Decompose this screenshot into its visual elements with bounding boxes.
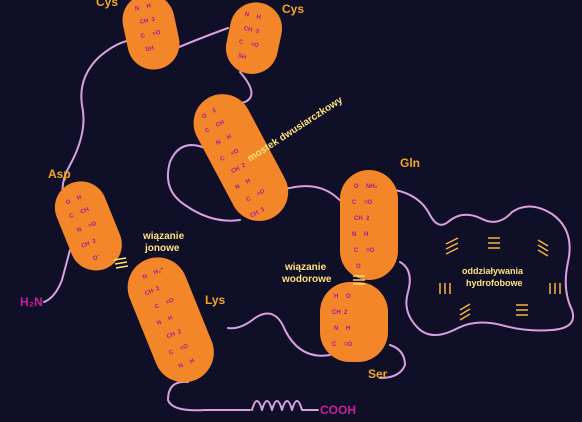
label-hydrogen-bond-line2: wodorowe <box>281 274 332 285</box>
svg-text:C: C <box>204 127 211 135</box>
svg-text:H: H <box>256 14 261 21</box>
label-hydrogen-bond-line1: wiązanie <box>284 262 327 273</box>
svg-text:N: N <box>352 232 356 238</box>
svg-text:H: H <box>76 195 82 202</box>
svg-text:O: O <box>346 294 351 300</box>
svg-text:=O: =O <box>179 343 189 352</box>
svg-text:H: H <box>189 358 195 365</box>
svg-text:3: 3 <box>151 17 156 24</box>
svg-text:N: N <box>178 363 184 370</box>
svg-text:NH₂: NH₂ <box>366 184 378 190</box>
label-asp: Asp <box>48 167 71 181</box>
svg-text:CH: CH <box>139 18 149 26</box>
label-ser: Ser <box>368 367 388 381</box>
svg-text:CH: CH <box>249 210 259 219</box>
svg-text:N: N <box>134 6 139 13</box>
hydrogen-bond-marker <box>353 275 365 285</box>
svg-text:H: H <box>245 178 252 185</box>
svg-text:CH: CH <box>230 166 240 175</box>
svg-text:CH: CH <box>354 216 363 222</box>
label-hydrophobic-line1: oddziaływania <box>462 266 524 276</box>
svg-text:2: 2 <box>177 329 183 336</box>
svg-text:C: C <box>354 248 359 254</box>
svg-text:3: 3 <box>260 207 266 214</box>
svg-text:CH: CH <box>215 120 225 129</box>
svg-text:=O: =O <box>366 248 375 254</box>
svg-text:C: C <box>69 213 76 220</box>
svg-text:=O: =O <box>364 200 373 206</box>
svg-text:O: O <box>201 113 208 121</box>
svg-text:=O: =O <box>152 30 162 38</box>
svg-text:CH: CH <box>81 241 91 250</box>
label-cys-left: Cys <box>96 0 118 9</box>
svg-text:2: 2 <box>366 216 370 222</box>
svg-text:=O: =O <box>250 42 260 50</box>
label-ionic-bond-line1: wiązanie <box>142 231 185 242</box>
svg-text:N: N <box>234 184 241 191</box>
svg-text:CH: CH <box>243 26 253 34</box>
svg-text:C: C <box>154 303 161 310</box>
svg-text:=O: =O <box>344 342 353 348</box>
svg-text:2: 2 <box>344 310 348 316</box>
svg-text:O: O <box>356 264 361 270</box>
svg-text:N: N <box>156 320 162 327</box>
hydrophobic-interaction-marks <box>439 237 561 321</box>
label-c-terminus: COOH <box>320 403 356 417</box>
svg-text:CH: CH <box>144 288 154 297</box>
svg-text:‖: ‖ <box>212 108 217 115</box>
svg-text:C: C <box>352 200 357 206</box>
label-lys: Lys <box>205 293 226 307</box>
label-ionic-bond-line2: jonowe <box>144 243 180 254</box>
svg-text:SH: SH <box>237 53 246 61</box>
svg-text:N: N <box>142 274 148 281</box>
svg-text:C: C <box>238 39 244 46</box>
svg-text:N: N <box>76 227 82 234</box>
svg-text:3: 3 <box>255 28 260 35</box>
svg-text:C: C <box>140 33 146 40</box>
svg-text:C: C <box>332 342 337 348</box>
svg-text:C: C <box>219 155 226 163</box>
label-hydrophobic-line2: hydrofobowe <box>466 278 523 288</box>
svg-text:H: H <box>167 315 173 322</box>
svg-text:H: H <box>146 3 151 10</box>
label-n-terminus: H₂N <box>20 295 43 309</box>
svg-text:N: N <box>215 140 222 147</box>
svg-text:=O: =O <box>256 188 266 197</box>
svg-text:CH: CH <box>166 331 176 340</box>
svg-text:2: 2 <box>241 162 247 169</box>
svg-text:O: O <box>65 199 72 206</box>
svg-text:H₃⁺: H₃⁺ <box>153 266 165 276</box>
svg-text:=O: =O <box>165 297 175 306</box>
svg-text:H: H <box>334 294 338 300</box>
svg-text:2: 2 <box>92 238 98 245</box>
svg-text:O⁻: O⁻ <box>92 254 102 263</box>
svg-text:C: C <box>168 349 175 356</box>
svg-text:N: N <box>244 12 249 19</box>
svg-text:CH: CH <box>332 310 341 316</box>
label-gln: Gln <box>400 156 420 170</box>
svg-text:=O: =O <box>230 148 240 157</box>
svg-text:O: O <box>354 184 359 190</box>
svg-text:2: 2 <box>155 286 161 293</box>
svg-text:N: N <box>334 326 338 332</box>
svg-text:H: H <box>364 232 368 238</box>
svg-text:C: C <box>245 196 252 204</box>
svg-text:=O: =O <box>88 221 98 230</box>
svg-text:SH: SH <box>145 46 154 54</box>
label-cys-right: Cys <box>282 2 304 16</box>
ionic-bond-marker <box>113 257 129 269</box>
svg-text:H: H <box>226 134 233 141</box>
svg-text:CH: CH <box>80 207 90 216</box>
svg-text:H: H <box>346 326 350 332</box>
